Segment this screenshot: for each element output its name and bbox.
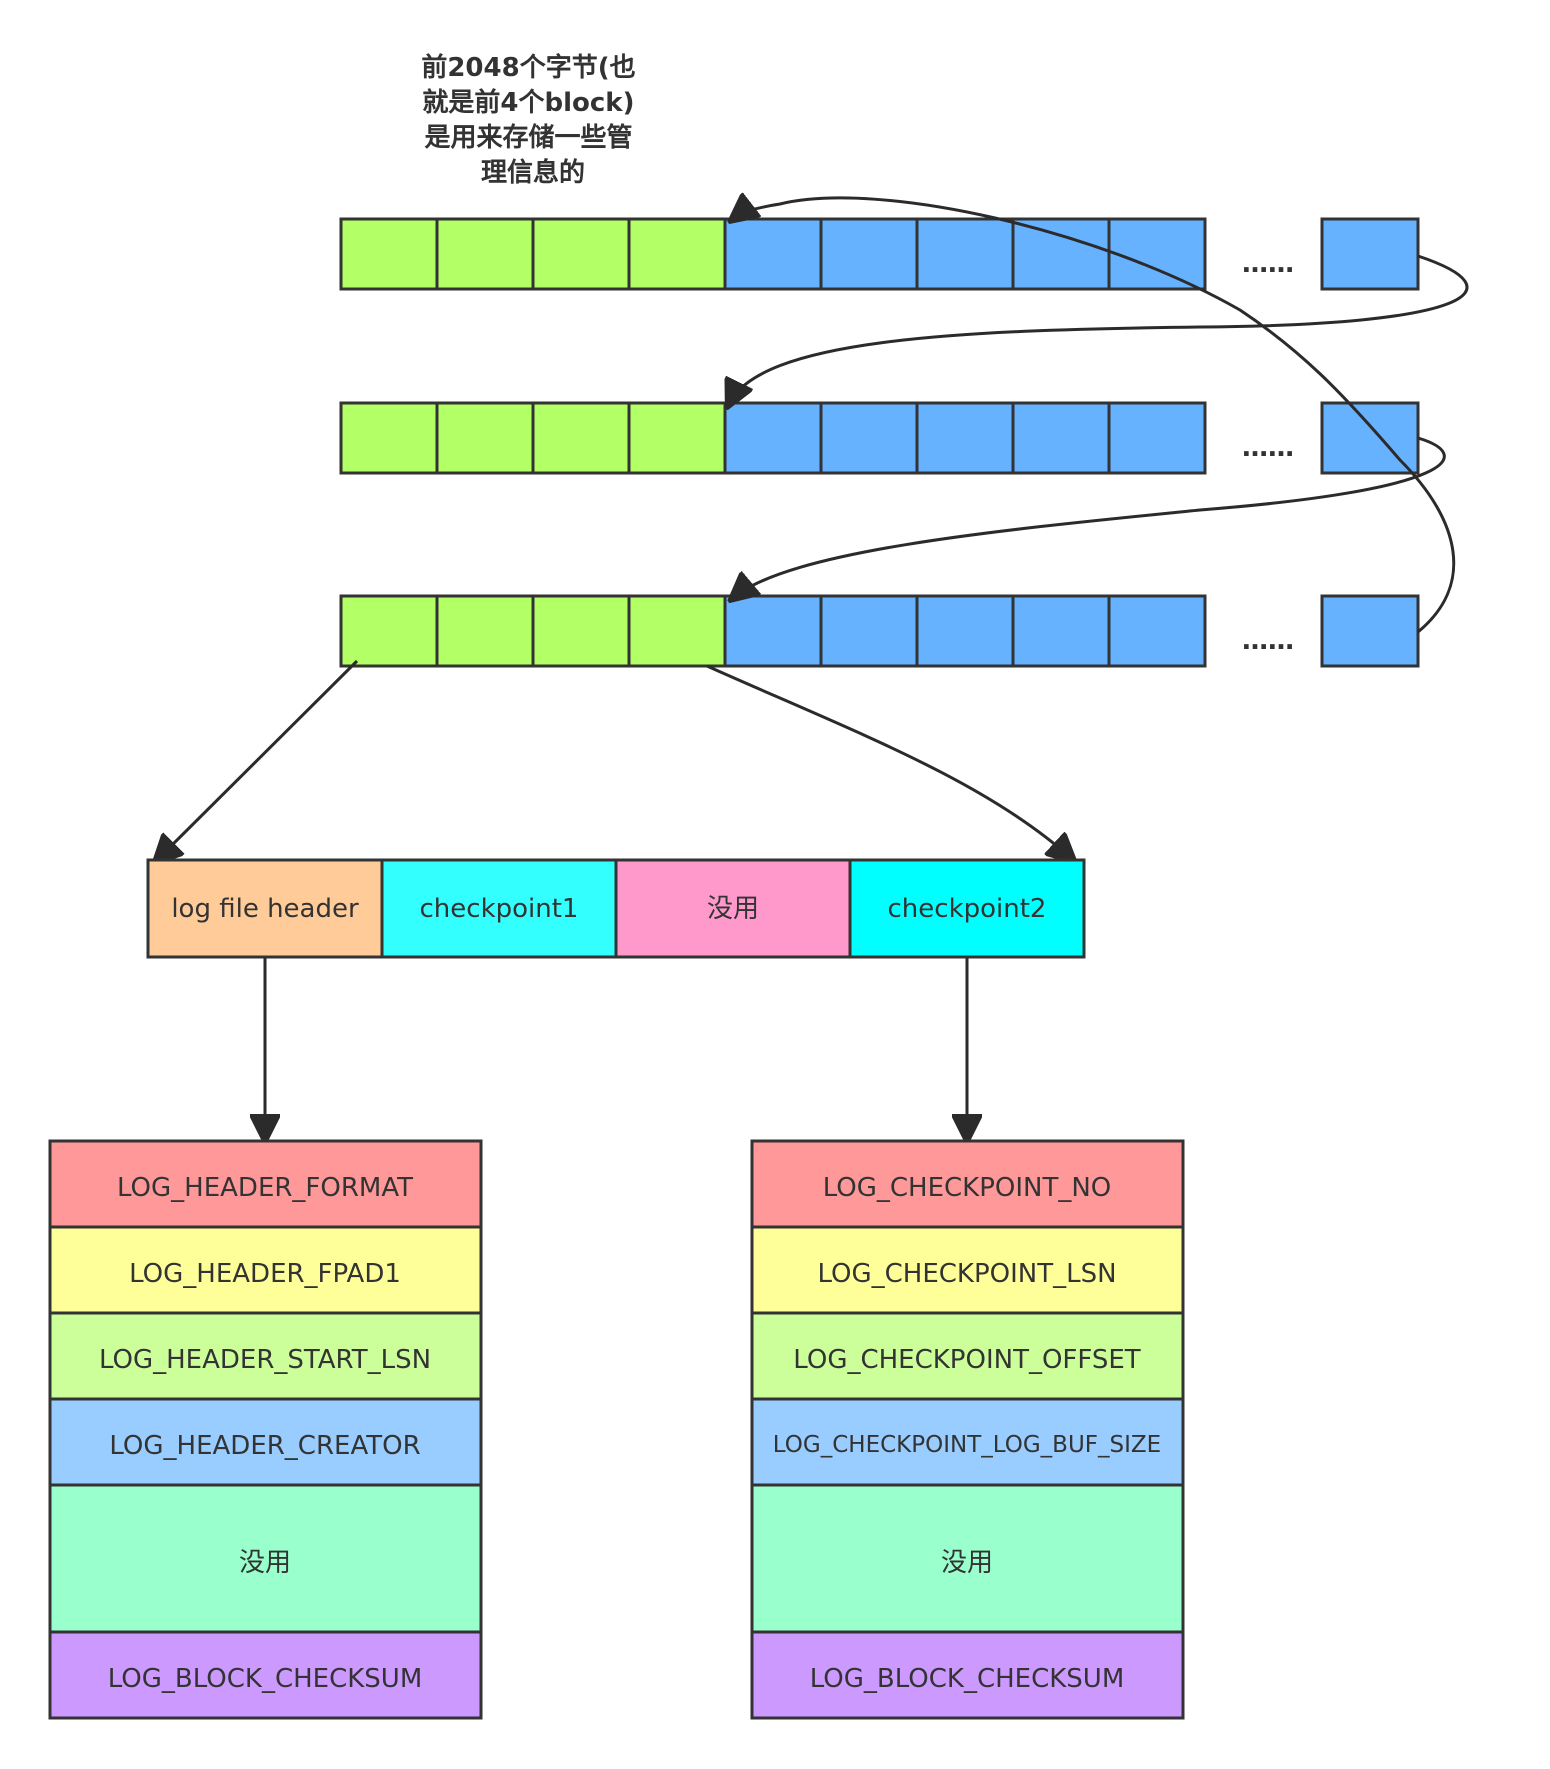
field-label: LOG_HEADER_FPAD1 <box>129 1259 401 1289</box>
field-cell <box>750 1630 1185 1720</box>
block-row-2: …… <box>339 401 1420 475</box>
data-block <box>1011 401 1111 475</box>
wrap-arrow-row1-to-row2 <box>729 254 1469 404</box>
admin-block <box>627 401 727 475</box>
field-cell <box>750 1311 1185 1401</box>
last-data-block <box>1320 217 1420 291</box>
last-data-block <box>1320 594 1420 668</box>
data-block <box>915 217 1015 291</box>
field-label: 没用 <box>941 1548 993 1578</box>
annotation-text: 前2048个字节(也 就是前4个block) 是用来存储一些管 理信息的 <box>421 52 644 188</box>
checkpoint-fields: LOG_CHECKPOINT_NO LOG_CHECKPOINT_LSN LOG… <box>750 1139 1185 1720</box>
log-file-header-label: log file header <box>171 894 359 924</box>
annotation-line: 就是前4个block) <box>422 87 634 118</box>
admin-block <box>627 217 727 291</box>
data-block <box>1107 401 1207 475</box>
data-block <box>723 594 823 668</box>
field-label: LOG_HEADER_START_LSN <box>99 1345 431 1375</box>
admin-block <box>339 594 439 668</box>
annotation-line: 理信息的 <box>481 157 585 188</box>
field-cell <box>48 1139 483 1229</box>
annotation-line: 是用来存储一些管 <box>424 122 632 153</box>
field-cell <box>48 1630 483 1720</box>
field-label: LOG_CHECKPOINT_OFFSET <box>793 1345 1141 1375</box>
expand-arrow-left <box>157 659 359 860</box>
field-label: LOG_HEADER_CREATOR <box>109 1431 420 1461</box>
field-label: LOG_CHECKPOINT_LSN <box>817 1259 1116 1289</box>
field-cell <box>750 1139 1185 1229</box>
log-file-header-row: log file header checkpoint1 没用 checkpoin… <box>146 858 1086 959</box>
field-cell <box>48 1225 483 1315</box>
data-block <box>915 594 1015 668</box>
field-cell <box>750 1397 1185 1487</box>
data-block <box>819 594 919 668</box>
field-cell <box>48 1483 483 1634</box>
log-file-header-cell <box>146 858 384 959</box>
admin-block <box>531 401 631 475</box>
field-label: LOG_CHECKPOINT_NO <box>823 1173 1112 1203</box>
data-block <box>819 217 919 291</box>
checkpoint1-cell <box>380 858 618 959</box>
annotation-line: 前2048个字节(也 <box>421 52 635 83</box>
last-data-block <box>1320 401 1420 475</box>
data-block <box>1011 217 1111 291</box>
field-cell <box>750 1225 1185 1315</box>
checkpoint1-label: checkpoint1 <box>420 894 579 924</box>
checkpoint2-cell <box>848 858 1086 959</box>
ellipsis: …… <box>1242 433 1294 463</box>
block-row-1: …… <box>339 217 1420 291</box>
ellipsis: …… <box>1242 626 1294 656</box>
data-block <box>1011 594 1111 668</box>
admin-block <box>531 594 631 668</box>
wrap-arrow-row2-to-row3 <box>733 436 1446 598</box>
expand-arrow-right <box>706 664 1072 859</box>
admin-block <box>339 217 439 291</box>
ellipsis: …… <box>1242 249 1294 279</box>
admin-block <box>435 401 535 475</box>
field-cell <box>48 1397 483 1487</box>
admin-block <box>435 594 535 668</box>
admin-block <box>627 594 727 668</box>
field-label: LOG_CHECKPOINT_LOG_BUF_SIZE <box>773 1432 1161 1458</box>
data-block <box>723 401 823 475</box>
data-block <box>915 401 1015 475</box>
log-header-fields: LOG_HEADER_FORMAT LOG_HEADER_FPAD1 LOG_H… <box>48 1139 483 1720</box>
loop-arrow-row3-to-row1 <box>733 198 1456 634</box>
field-cell <box>48 1311 483 1401</box>
field-label: LOG_BLOCK_CHECKSUM <box>108 1664 423 1694</box>
admin-block <box>339 401 439 475</box>
admin-block <box>531 217 631 291</box>
data-block <box>723 217 823 291</box>
unused-label: 没用 <box>707 894 759 924</box>
data-block <box>1107 217 1207 291</box>
data-block <box>819 401 919 475</box>
unused-cell <box>614 858 852 959</box>
field-label: LOG_HEADER_FORMAT <box>117 1173 413 1203</box>
field-label: LOG_BLOCK_CHECKSUM <box>810 1664 1125 1694</box>
block-row-3: …… <box>339 594 1420 668</box>
field-cell <box>750 1483 1185 1634</box>
checkpoint2-label: checkpoint2 <box>888 894 1047 924</box>
data-block <box>1107 594 1207 668</box>
admin-block <box>435 217 535 291</box>
field-label: 没用 <box>239 1548 291 1578</box>
